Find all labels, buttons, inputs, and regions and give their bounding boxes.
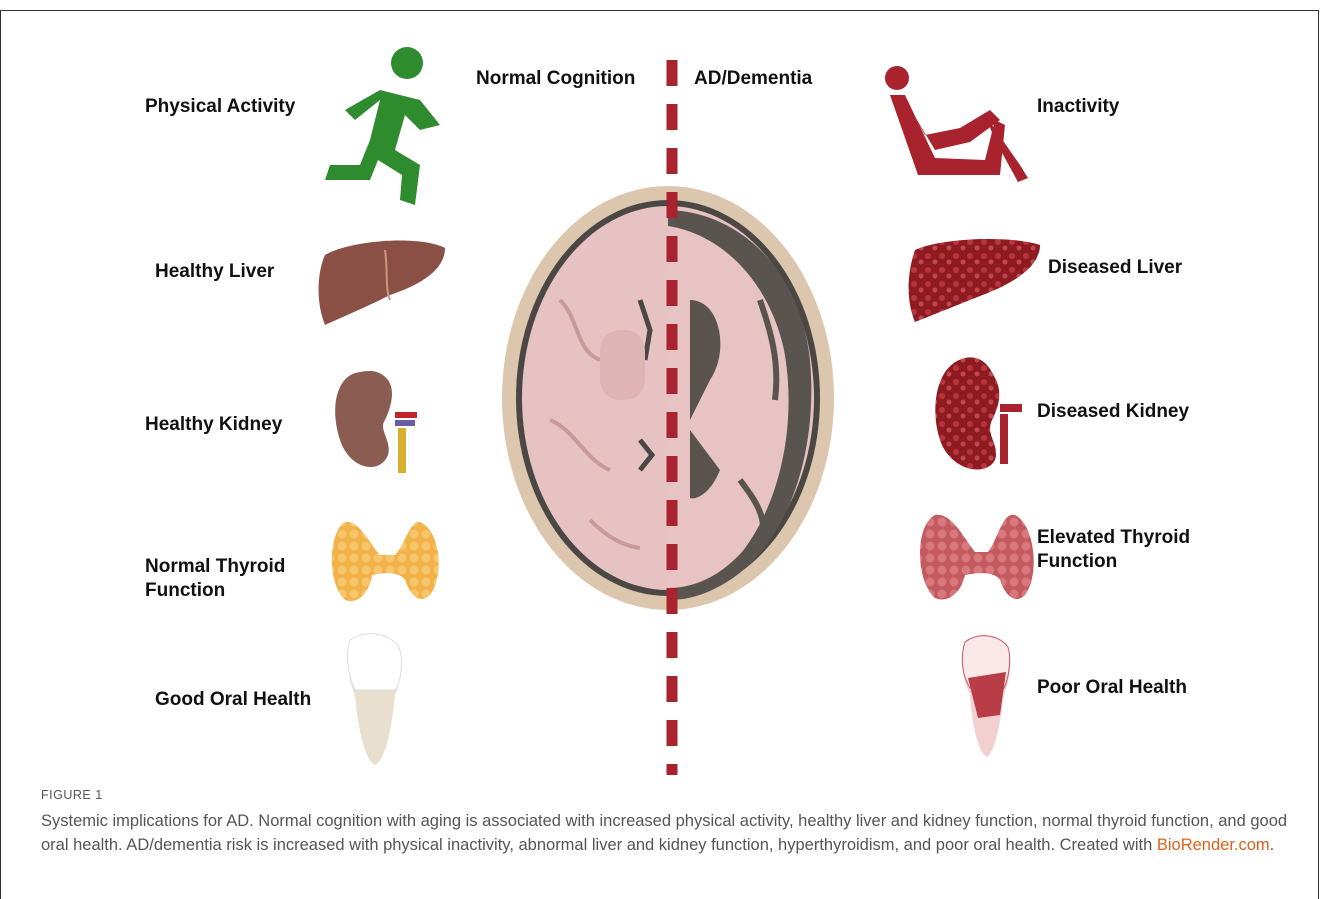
reclining-chair-person-icon bbox=[885, 66, 1028, 182]
label-healthy-kidney: Healthy Kidney bbox=[145, 413, 282, 437]
decayed-tooth-icon bbox=[962, 636, 1010, 757]
healthy-kidney-icon bbox=[335, 371, 417, 473]
label-poor-oral-health: Poor Oral Health bbox=[1037, 676, 1187, 700]
diseased-liver-icon bbox=[909, 239, 1040, 322]
figure-caption: Systemic implications for AD. Normal cog… bbox=[41, 809, 1291, 857]
label-good-oral-health: Good Oral Health bbox=[155, 688, 311, 712]
label-elevated-thyroid: Elevated Thyroid Function bbox=[1037, 526, 1190, 574]
healthy-tooth-icon bbox=[348, 634, 402, 765]
normal-thyroid-icon bbox=[332, 522, 439, 601]
ad-dementia-header: AD/Dementia bbox=[694, 68, 812, 90]
caption-text: Systemic implications for AD. Normal cog… bbox=[41, 812, 1287, 854]
elevated-thyroid-icon bbox=[920, 515, 1034, 600]
normal-cognition-header: Normal Cognition bbox=[476, 68, 635, 90]
diseased-kidney-icon bbox=[935, 357, 1022, 469]
healthy-liver-icon bbox=[319, 241, 445, 325]
label-physical-activity: Physical Activity bbox=[145, 95, 295, 119]
caption-end: . bbox=[1270, 836, 1275, 854]
label-healthy-liver: Healthy Liver bbox=[155, 260, 274, 284]
label-diseased-kidney: Diseased Kidney bbox=[1037, 400, 1189, 424]
figure-label: FIGURE 1 bbox=[41, 788, 103, 802]
label-normal-thyroid: Normal Thyroid Function bbox=[145, 555, 285, 603]
label-diseased-liver: Diseased Liver bbox=[1048, 256, 1182, 280]
label-inactivity: Inactivity bbox=[1037, 95, 1119, 119]
running-person-icon bbox=[325, 47, 440, 205]
biorender-link[interactable]: BioRender.com bbox=[1157, 836, 1270, 854]
